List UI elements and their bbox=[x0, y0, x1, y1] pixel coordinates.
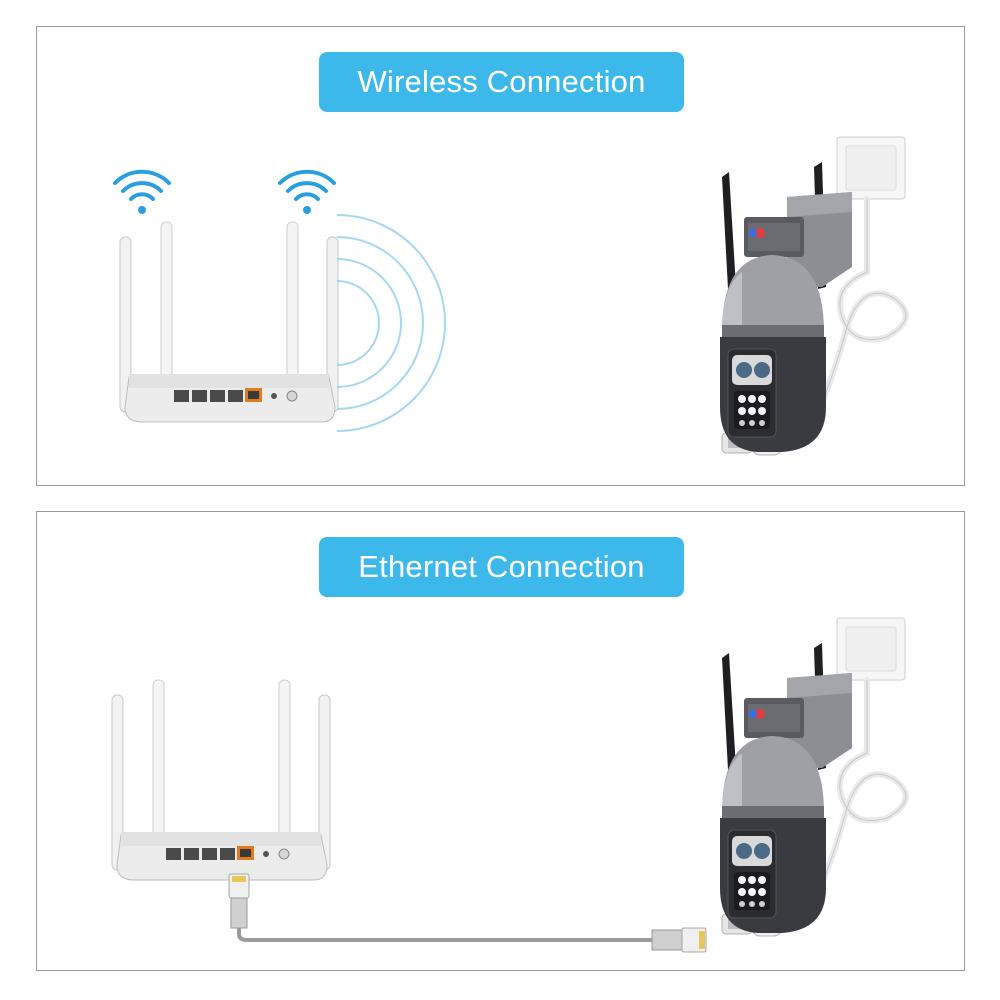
wireless-connection-panel: Wireless Connection bbox=[36, 26, 965, 486]
router-icon bbox=[119, 221, 339, 423]
ip-camera-icon bbox=[720, 137, 906, 455]
ip-camera-icon bbox=[720, 618, 906, 936]
wireless-connection-title: Wireless Connection bbox=[319, 52, 684, 112]
wifi-icon bbox=[113, 169, 171, 216]
ethernet-connection-panel: Ethernet Connection bbox=[36, 511, 965, 971]
router-icon bbox=[111, 679, 331, 881]
wifi-icon bbox=[278, 169, 336, 216]
ethernet-cable-icon bbox=[228, 873, 707, 953]
signal-waves-icon bbox=[336, 214, 446, 432]
wireless-scene bbox=[113, 27, 964, 485]
ethernet-scene bbox=[111, 512, 964, 953]
ethernet-connection-title: Ethernet Connection bbox=[319, 537, 684, 597]
